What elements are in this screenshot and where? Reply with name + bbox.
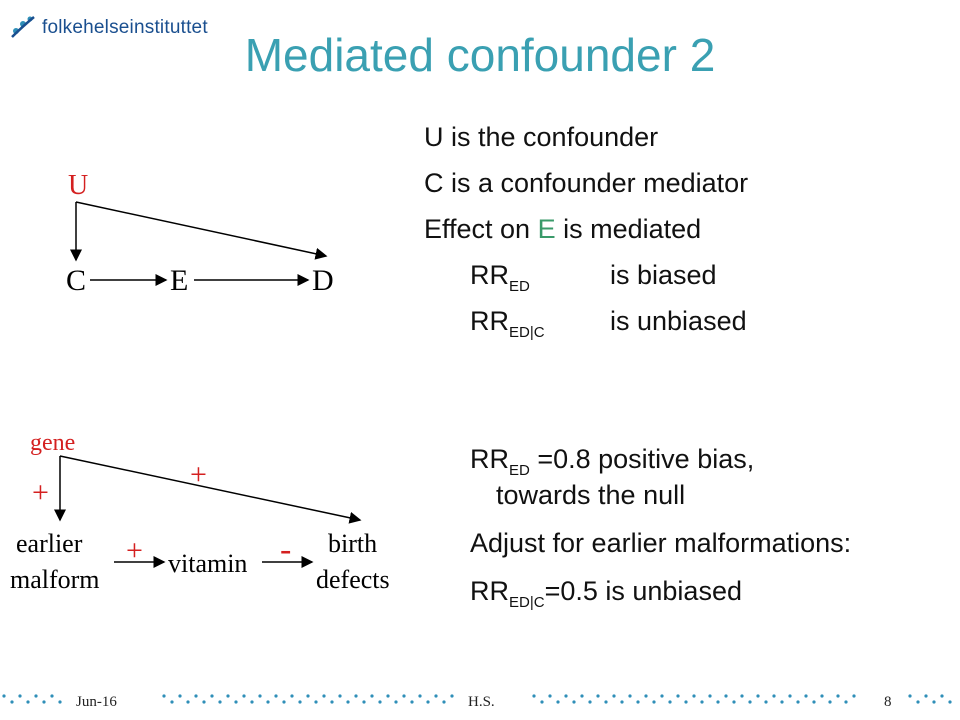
rr-sub: ED (509, 278, 530, 295)
rr-edc-unbiased: RRED|C=0.5 is unbiased (470, 576, 742, 611)
rr-label: RR (470, 576, 509, 606)
effect-post: is mediated (555, 214, 702, 244)
logo-icon (11, 16, 35, 38)
rr-ed-text: is biased (610, 260, 717, 290)
dag-2: gene + + earlier malform + vitamin - bir… (10, 430, 390, 594)
effect-pre: Effect on (424, 214, 538, 244)
rr-label: RR (470, 260, 509, 290)
rr-edc-text: is unbiased (610, 306, 747, 336)
node-defects: defects (316, 565, 390, 594)
footer-date: Jun-16 (76, 694, 117, 710)
dag-1: U C E D (66, 170, 334, 297)
sign-earlier-vitamin: + (126, 534, 143, 567)
node-vitamin: vitamin (168, 549, 247, 578)
rr-sub: ED (509, 462, 530, 479)
page-title: Mediated confounder 2 (244, 29, 716, 81)
footer-dots-mid (162, 694, 454, 704)
bullet-effect: Effect on E is mediated (424, 214, 701, 245)
slide-number: 8 (884, 694, 892, 710)
logo-text: folkehelseinstituttet (42, 17, 208, 38)
node-e: E (170, 264, 188, 297)
node-gene: gene (30, 430, 75, 456)
footer-dots-left (2, 694, 62, 704)
rr-ed-main: RRED (470, 260, 530, 295)
rr-label: RR (470, 444, 509, 474)
footer-dots-right (532, 694, 856, 704)
rr-sub: ED|C (509, 324, 545, 341)
adjust-text: Adjust for earlier malformations: (470, 528, 852, 558)
footer-dots-end (908, 694, 952, 704)
sign-gene-birth: + (190, 458, 207, 491)
arrow-u-to-d (75, 201, 328, 260)
bullet-list: U is the confounder C is a confounder me… (424, 122, 944, 622)
rr-ed-bias: RRED =0.8 positive bias, (470, 444, 754, 479)
footer-author: H.S. (468, 694, 495, 710)
logo: folkehelseinstituttet (8, 10, 208, 46)
node-birth: birth (328, 529, 377, 558)
arrow-gene-to-birth (59, 455, 362, 524)
node-c: C (66, 264, 86, 297)
bullet-confounder: U is the confounder (424, 122, 659, 152)
node-malform: malform (10, 565, 100, 594)
rr-ed-bias-cont: towards the null (496, 480, 686, 510)
sign-vitamin-birth: - (280, 531, 291, 568)
rr-bias-text: =0.8 positive bias, (529, 444, 755, 474)
rr-unbiased-text: =0.5 is unbiased (544, 576, 742, 606)
rr-sub: ED|C (509, 594, 545, 611)
rr-edc-main: RRED|C (470, 306, 545, 341)
sign-gene-earlier: + (32, 476, 49, 509)
rr-label: RR (470, 306, 509, 336)
bullet-mediator: C is a confounder mediator (424, 168, 749, 198)
node-d: D (312, 264, 334, 297)
effect-e: E (537, 214, 556, 244)
node-earlier: earlier (16, 529, 83, 558)
node-u: U (68, 170, 88, 201)
